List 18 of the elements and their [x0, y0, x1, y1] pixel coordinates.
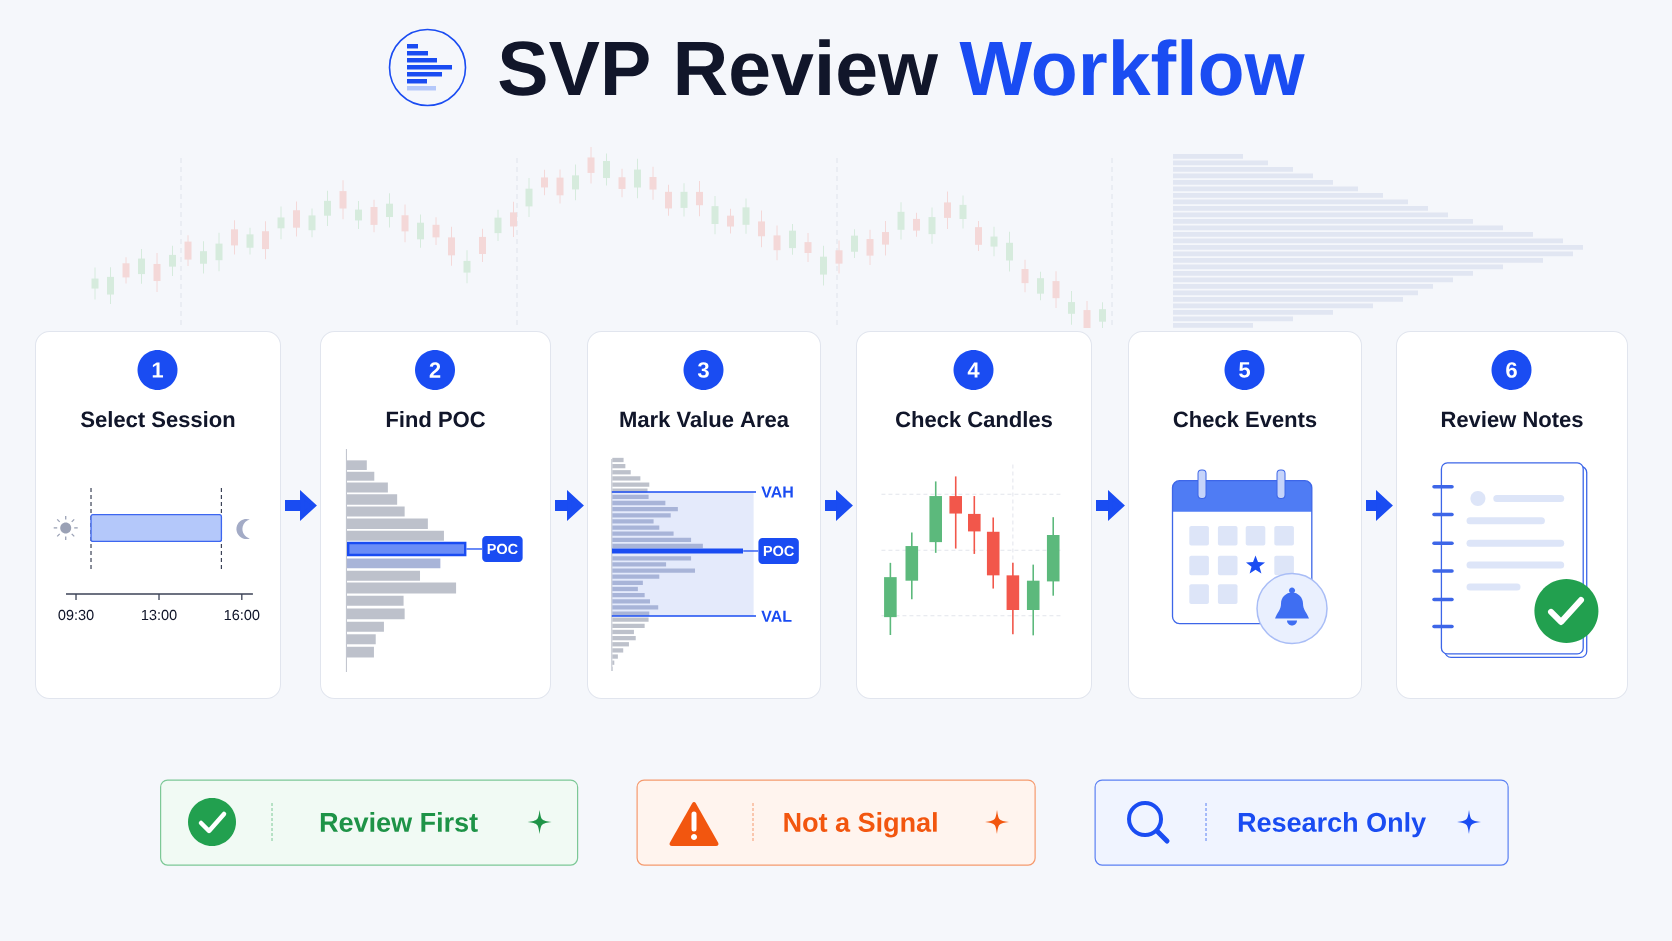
- level-label: VAH: [761, 486, 793, 498]
- step-number: 6: [1491, 350, 1532, 390]
- title: SVP Review Workflow: [499, 39, 1305, 96]
- status-badge: Not a Signal: [636, 779, 1036, 866]
- status-badge: Research Only: [1094, 779, 1509, 866]
- level-label: VAL: [761, 610, 792, 622]
- step-number: 2: [415, 350, 455, 390]
- step-number: 1: [137, 350, 178, 390]
- tick-label: 16:00: [224, 609, 260, 621]
- step-number: 5: [1224, 350, 1265, 390]
- poc-tag: POC: [482, 536, 523, 562]
- tick-label: 13:00: [141, 609, 177, 621]
- status-badge: Review First: [160, 779, 579, 866]
- step-number: 4: [953, 350, 994, 390]
- tick-label: 09:30: [58, 609, 94, 621]
- poc-tag: POC: [758, 538, 799, 564]
- leader-line: [465, 548, 483, 550]
- step-number: 3: [683, 350, 724, 390]
